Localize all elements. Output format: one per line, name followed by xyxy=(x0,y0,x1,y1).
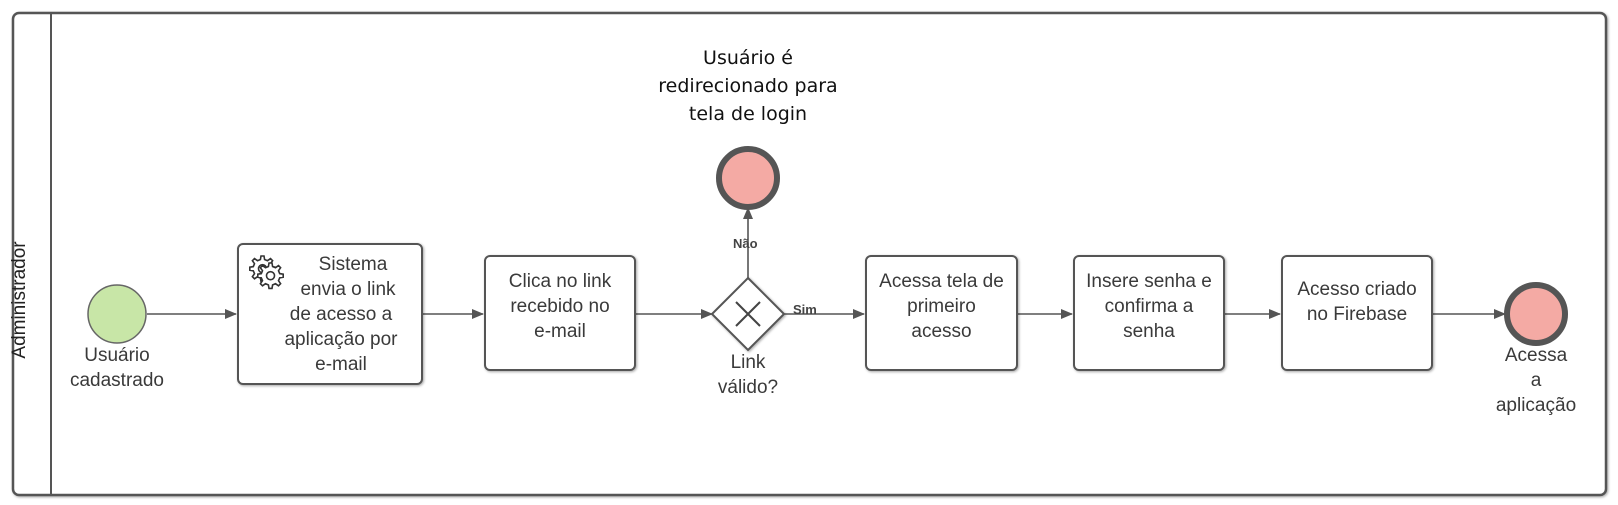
end-event-access xyxy=(1504,282,1568,346)
gateway-yes-label: Sim xyxy=(793,302,817,317)
task-first-access xyxy=(865,255,1018,371)
start-event-label: Usuário cadastrado xyxy=(69,345,164,391)
task-click-link-label: Clica no link recebido no e-mail xyxy=(508,270,612,342)
exclusive-gateway xyxy=(710,276,786,352)
gateway-no-label: Não xyxy=(733,236,758,251)
task-send-link xyxy=(237,243,423,385)
gear-icon xyxy=(249,255,284,290)
task-firebase-label: Acesso criado no Firebase xyxy=(1297,279,1417,325)
gateway-label: Link válido? xyxy=(717,352,779,398)
task-click-link xyxy=(484,255,636,371)
pool-label: Administrador xyxy=(9,241,30,359)
task-set-password-label: Insere senha e confirma a senha xyxy=(1086,270,1212,342)
task-first-access-label: Acessa tela de primeiro acesso xyxy=(879,270,1004,342)
end-event-access-label: Acessa a aplicação xyxy=(1495,345,1577,416)
end-event-login-label: Usuário é redirecionado para tela de log… xyxy=(658,47,838,125)
task-firebase xyxy=(1281,255,1433,371)
end-event-login xyxy=(716,146,780,210)
task-set-password xyxy=(1073,255,1225,371)
task-send-link-label: Sistema envia o link de acesso a aplicaç… xyxy=(284,253,398,375)
start-event xyxy=(87,284,147,344)
